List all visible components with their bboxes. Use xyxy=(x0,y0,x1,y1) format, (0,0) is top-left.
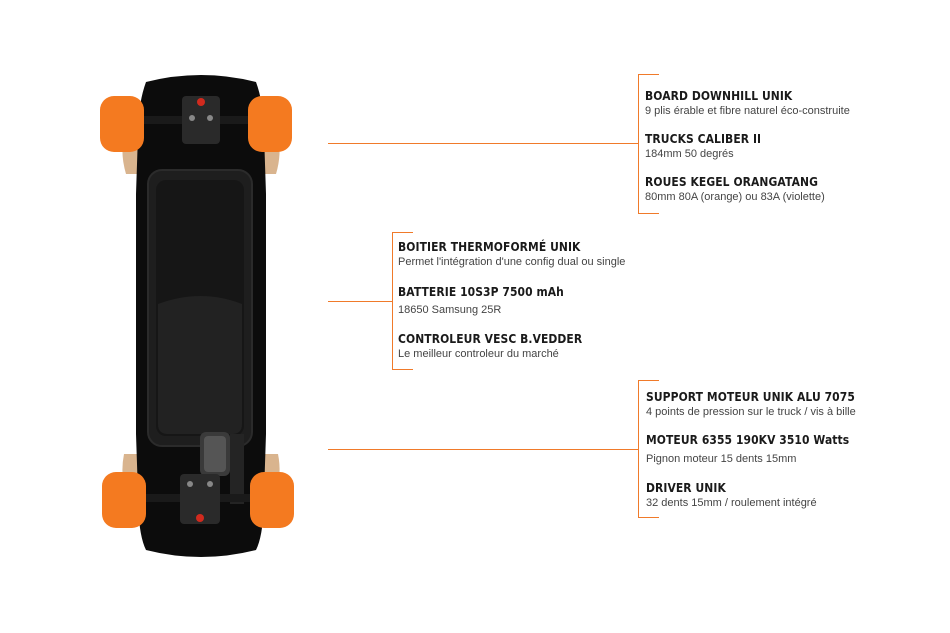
spec-desc: Pignon moteur 15 dents 15mm xyxy=(646,453,797,465)
spec-title: ROUES KEGEL ORANGATANG xyxy=(645,174,818,189)
spec-controller: CONTROLEUR VESC B.VEDDER Le meilleur con… xyxy=(398,331,612,361)
spec-desc: 18650 Samsung 25R xyxy=(398,304,502,316)
spec-desc: 9 plis érable et fibre naturel éco-const… xyxy=(645,105,850,117)
spec-desc: 80mm 80A (orange) ou 83A (violette) xyxy=(645,191,825,203)
rear-left-wheel xyxy=(102,472,146,528)
spec-enclosure: BOITIER THERMOFORMÉ UNIK Permet l'intégr… xyxy=(398,239,625,269)
spec-title: CONTROLEUR VESC B.VEDDER xyxy=(398,331,583,346)
electric-skateboard-image xyxy=(100,75,294,557)
spec-title: BOITIER THERMOFORMÉ UNIK xyxy=(398,239,581,254)
spec-battery: BATTERIE 10S3P 7500 mAh 18650 Samsung 25… xyxy=(398,284,591,317)
leader-line-middle xyxy=(328,301,392,302)
spec-desc: 184mm 50 degrés xyxy=(645,148,734,160)
front-left-wheel xyxy=(100,96,144,152)
leader-line-top xyxy=(328,143,638,144)
spec-title: SUPPORT MOTEUR UNIK ALU 7075 xyxy=(646,389,855,404)
bracket-top xyxy=(638,74,659,214)
bracket-middle xyxy=(392,232,413,370)
spec-trucks: TRUCKS CALIBER II 184mm 50 degrés xyxy=(645,131,780,161)
spec-title: TRUCKS CALIBER II xyxy=(645,131,762,146)
rear-right-wheel xyxy=(250,472,294,528)
spec-desc: 32 dents 15mm / roulement intégré xyxy=(646,497,817,509)
bracket-bottom xyxy=(638,380,659,518)
spec-board: BOARD DOWNHILL UNIK 9 plis érable et fib… xyxy=(645,88,850,118)
spec-desc: Le meilleur controleur du marché xyxy=(398,348,559,360)
spec-title: MOTEUR 6355 190KV 3510 Watts xyxy=(646,432,850,447)
spec-wheels: ROUES KEGEL ORANGATANG 80mm 80A (orange)… xyxy=(645,174,846,204)
spec-title: DRIVER UNIK xyxy=(646,480,726,495)
leader-line-bottom xyxy=(328,449,638,450)
spec-title: BATTERIE 10S3P 7500 mAh xyxy=(398,284,564,299)
spec-desc: 4 points de pression sur le truck / vis … xyxy=(646,406,856,418)
spec-driver: DRIVER UNIK 32 dents 15mm / roulement in… xyxy=(646,480,817,510)
spec-motor-mount: SUPPORT MOTEUR UNIK ALU 7075 4 points de… xyxy=(646,389,889,419)
spec-desc: Permet l'intégration d'une config dual o… xyxy=(398,256,626,268)
front-right-wheel xyxy=(248,96,292,152)
spec-title: BOARD DOWNHILL UNIK xyxy=(645,88,793,103)
spec-motor: MOTEUR 6355 190KV 3510 Watts Pignon mote… xyxy=(646,432,882,466)
